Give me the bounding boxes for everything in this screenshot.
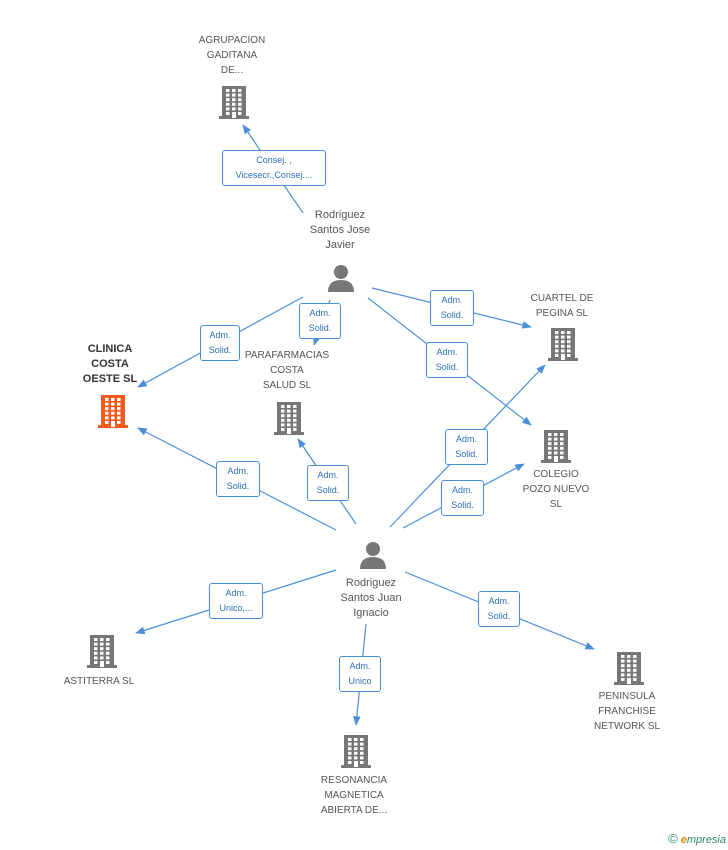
- label-line: ASTITERRA SL: [63, 676, 135, 687]
- building-icon[interactable]: [547, 326, 579, 367]
- building-icon[interactable]: [613, 650, 645, 691]
- edge-label-line: Adm.: [309, 308, 331, 318]
- label-line: CLINICA: [87, 343, 133, 355]
- label-line: MAGNETICA: [324, 790, 384, 801]
- edge-label-jose-cuartel[interactable]: Adm. Solid.: [430, 290, 474, 326]
- edge-label-jose-parafarmacias[interactable]: Adm. Solid.: [299, 303, 341, 339]
- edge-label-line: Solid.: [226, 481, 250, 491]
- label-line: Rodriguez: [314, 209, 366, 221]
- building-icon: [274, 402, 304, 435]
- edge-label-line: Adm.: [455, 434, 477, 444]
- label-line: SALUD SL: [262, 380, 312, 391]
- label-line: POZO NUEVO: [522, 484, 590, 495]
- person-icon: [328, 265, 354, 292]
- edge-label-line: Solid.: [308, 323, 332, 333]
- brand-footer[interactable]: ©empresia: [668, 831, 726, 846]
- edge-label-ignacio-astiterra[interactable]: Adm. Unico,...: [209, 583, 263, 619]
- building-icon: [541, 430, 571, 463]
- edge-label-ignacio-cuartel[interactable]: Adm. Solid.: [445, 429, 488, 465]
- edge-label-line: Solid.: [435, 362, 459, 372]
- edge-label-line: Adm.: [227, 466, 249, 476]
- building-icon[interactable]: [86, 633, 118, 674]
- brand-name: mpresia: [686, 834, 726, 846]
- brand-initial: e: [680, 834, 687, 846]
- node-label-ignacio[interactable]: Rodriguez Santos Juan Ignacio: [340, 576, 401, 621]
- edge-label-ignacio-resonancia[interactable]: Adm. Unico: [339, 656, 381, 692]
- label-line: Santos Jose: [309, 224, 371, 236]
- node-label-peninsula[interactable]: PENINSULA FRANCHISE NETWORK SL: [594, 689, 660, 734]
- label-line: Ignacio: [353, 607, 389, 619]
- label-line: PARAFARMACIAS: [244, 350, 330, 361]
- label-line: AGRUPACION: [198, 35, 266, 46]
- label-line: COSTA: [91, 358, 129, 370]
- edge-label-line: Adm.: [451, 485, 473, 495]
- label-line: OESTE SL: [82, 373, 138, 385]
- edge-label-jose-colegio[interactable]: Adm. Solid.: [426, 342, 468, 378]
- node-label-parafarmacias[interactable]: PARAFARMACIAS COSTA SALUD SL: [245, 348, 329, 393]
- edge-label-ignacio-peninsula[interactable]: Adm. Solid.: [478, 591, 520, 627]
- building-icon[interactable]: [540, 428, 572, 469]
- label-line: CUARTEL DE: [530, 293, 594, 304]
- edge-label-jose-clinica[interactable]: Adm. Solid.: [200, 325, 240, 361]
- edge-label-line: Consej. ,: [256, 155, 292, 165]
- edge-label-ignacio-clinica[interactable]: Adm. Solid.: [216, 461, 260, 497]
- edge-label-line: Solid.: [455, 449, 478, 459]
- edge-label-line: Vicesecr.,Consej....: [235, 170, 313, 180]
- building-icon: [219, 86, 249, 119]
- edge-label-ignacio-colegio[interactable]: Adm. Solid.: [441, 480, 484, 516]
- edge-label-line: Adm.: [225, 588, 247, 598]
- edge-label-line: Solid.: [487, 611, 511, 621]
- node-label-jose[interactable]: Rodriguez Santos Jose Javier: [310, 208, 371, 253]
- edge-label-line: Adm.: [488, 596, 510, 606]
- person-icon[interactable]: [326, 263, 356, 298]
- node-label-colegio[interactable]: COLEGIO POZO NUEVO SL: [523, 467, 590, 512]
- edge-label-line: Adm.: [441, 295, 463, 305]
- person-icon: [360, 542, 386, 569]
- building-icon: [87, 635, 117, 668]
- building-icon: [341, 735, 371, 768]
- building-icon[interactable]: [340, 733, 372, 774]
- edge-label-line: Adm.: [209, 330, 231, 340]
- building-icon[interactable]: [273, 400, 305, 441]
- building-icon: [548, 328, 578, 361]
- edge-label-line: Solid.: [440, 310, 464, 320]
- edge-label-line: Solid.: [451, 500, 474, 510]
- label-line: PEGINA SL: [535, 308, 589, 319]
- edge-label-jose-agrupacion[interactable]: Consej. , Vicesecr.,Consej....: [222, 150, 326, 186]
- edge-label-line: Unico: [348, 676, 372, 686]
- edge-label-line: Adm.: [349, 661, 371, 671]
- edge-label-line: Unico,...: [219, 603, 253, 613]
- label-line: RESONANCIA: [320, 775, 388, 786]
- edge-label-line: Adm.: [436, 347, 458, 357]
- label-line: DE...: [220, 65, 244, 76]
- label-line: Rodriguez: [345, 577, 397, 589]
- edge-label-line: Adm.: [317, 470, 339, 480]
- label-line: SL: [549, 499, 563, 510]
- node-label-clinica[interactable]: CLINICA COSTA OESTE SL: [83, 342, 137, 387]
- edge-label-line: Solid.: [208, 345, 232, 355]
- label-line: ABIERTA DE...: [320, 805, 388, 816]
- person-icon[interactable]: [358, 540, 388, 575]
- building-icon[interactable]: [218, 84, 250, 125]
- label-line: Santos Juan: [340, 592, 402, 604]
- label-line: GADITANA: [206, 50, 258, 61]
- building-icon-focus: [98, 395, 128, 428]
- node-label-astiterra[interactable]: ASTITERRA SL: [64, 674, 135, 689]
- node-label-agrupacion[interactable]: AGRUPACION GADITANA DE...: [199, 33, 266, 78]
- node-label-cuartel[interactable]: CUARTEL DE PEGINA SL: [531, 291, 594, 321]
- node-label-resonancia[interactable]: RESONANCIA MAGNETICA ABIERTA DE...: [321, 773, 387, 818]
- edge-label-ignacio-parafarmacias[interactable]: Adm. Solid.: [307, 465, 349, 501]
- edge-label-line: Solid.: [316, 485, 340, 495]
- building-icon-focus[interactable]: [97, 393, 129, 434]
- building-icon: [614, 652, 644, 685]
- label-line: COSTA: [270, 365, 304, 376]
- label-line: PENINSULA: [598, 691, 656, 702]
- label-line: FRANCHISE: [598, 706, 656, 717]
- label-line: Javier: [325, 239, 355, 251]
- label-line: COLEGIO: [533, 469, 579, 480]
- copyright-icon: ©: [668, 831, 678, 846]
- label-line: NETWORK SL: [593, 721, 661, 732]
